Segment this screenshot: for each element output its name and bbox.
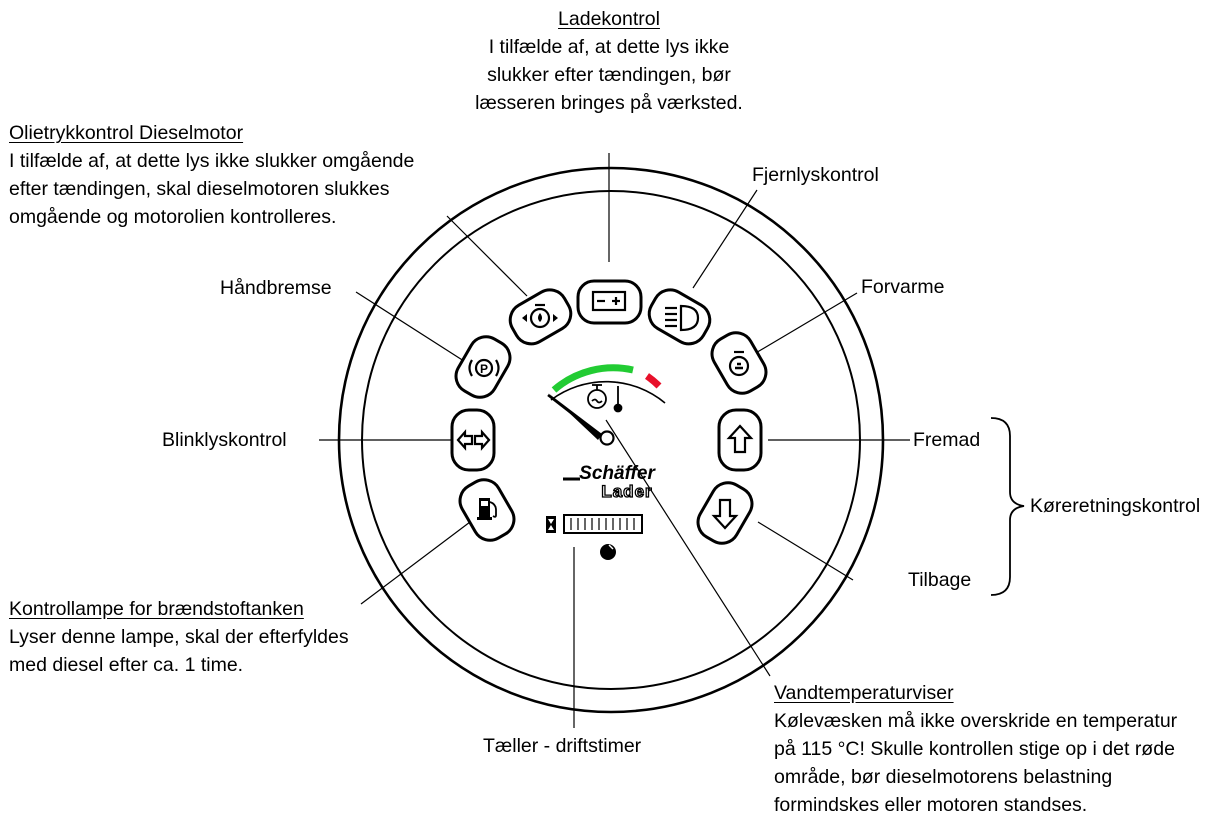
label-braendstof: Kontrollampe for brændstoftanken Lyser d…: [9, 595, 349, 679]
lamp-fjernlys: [647, 288, 712, 346]
water-temp-gauge: [547, 364, 666, 446]
leader-fjernlys: [692, 189, 758, 289]
arrow-up-icon: [726, 424, 754, 454]
label-vandtemp-line-3: område, bør dieselmotorens belastning: [774, 766, 1113, 788]
battery-icon: [591, 290, 627, 312]
label-vandtemp-line-2: på 115 °C! Skulle kontrollen stige op i …: [774, 738, 1175, 760]
gauge-scale-arc: [550, 380, 666, 404]
lamp-fremad: [717, 408, 763, 472]
label-olietryk-line-1: I tilfælde af, at dette lys ikke slukker…: [9, 150, 415, 172]
label-tilbage: Tilbage: [908, 569, 972, 591]
brand-name: Schäffer: [579, 463, 656, 484]
leader-forvarme: [753, 292, 858, 355]
label-forvarme: Forvarme: [861, 276, 945, 298]
coolant-temp-icon: [587, 384, 623, 413]
label-olietryk-line-2: efter tændingen, skal dieselmotoren sluk…: [9, 178, 390, 200]
label-vandtemp-line-4: formindskes eller motoren standses.: [774, 794, 1088, 816]
label-vandtemp-line-1: Kølevæsken må ikke overskride en tempera…: [774, 710, 1178, 732]
gauge-red-arc: [644, 373, 662, 389]
label-braendstof-title: Kontrollampe for brændstoftanken: [9, 598, 304, 620]
glow-plug-icon: [728, 350, 750, 377]
label-braendstof-line-2: med diesel efter ca. 1 time.: [9, 654, 244, 676]
label-vandtemp-title: Vandtemperaturviser: [774, 682, 954, 704]
handbrake-icon: P: [468, 358, 500, 378]
label-fjernlys: Fjernlyskontrol: [752, 164, 879, 186]
leader-olietryk: [446, 215, 528, 297]
label-koereretning: Køreretningskontrol: [1030, 495, 1201, 517]
gauge-pivot: [599, 430, 615, 446]
counter-indicator: [600, 544, 616, 560]
label-olietryk: Olietrykkontrol Dieselmotor I tilfælde a…: [9, 119, 414, 231]
label-ladekontrol: Ladekontrol I tilfælde af, at dette lys …: [450, 5, 768, 117]
high-beam-icon: [665, 304, 700, 332]
direction-brace-shape: [990, 417, 1025, 596]
leader-haandbremse: [355, 291, 468, 364]
hour-counter: [546, 514, 643, 560]
label-olietryk-line-3: omgående og motorolien kontrolleres.: [9, 206, 337, 228]
label-ladekontrol-line-3: læsseren bringes på værksted.: [475, 92, 743, 114]
label-ladekontrol-line-1: I tilfælde af, at dette lys ikke: [488, 36, 730, 58]
label-ladekontrol-line-2: slukker efter tændingen, bør: [487, 64, 731, 86]
brand-sub: Lader: [601, 482, 652, 501]
svg-text:P: P: [480, 362, 488, 376]
label-haandbremse: Håndbremse: [220, 277, 332, 299]
label-olietryk-title: Olietrykkontrol Dieselmotor: [9, 122, 244, 144]
arrow-down-icon: [711, 498, 739, 530]
lamp-tilbage: [696, 481, 754, 545]
label-braendstof-line-1: Lyser denne lampe, skal der efterfyldes: [9, 626, 349, 648]
gauge-green-arc: [551, 364, 634, 393]
label-taeller: Tæller - driftstimer: [483, 735, 642, 757]
lamp-ladekontrol: [576, 279, 643, 325]
leader-vandtemp: [605, 419, 771, 677]
fuel-pump-icon: [477, 498, 497, 520]
counter-display: [563, 514, 643, 534]
label-blinklys: Blinklyskontrol: [162, 429, 287, 451]
lamp-haandbremse: [454, 335, 512, 399]
hourglass-icon: [546, 516, 556, 533]
label-fremad: Fremad: [913, 429, 981, 451]
turn-signal-icon: [456, 429, 491, 451]
leader-lines: [319, 153, 910, 728]
leader-tilbage: [757, 521, 854, 581]
oil-can-icon: [522, 303, 558, 329]
label-ladekontrol-title: Ladekontrol: [558, 8, 660, 30]
leader-braendstof: [360, 521, 471, 605]
brand-logo: Schäffer Lader: [563, 463, 656, 502]
label-vandtemp: Vandtemperaturviser Kølevæsken må ikke o…: [774, 679, 1177, 819]
